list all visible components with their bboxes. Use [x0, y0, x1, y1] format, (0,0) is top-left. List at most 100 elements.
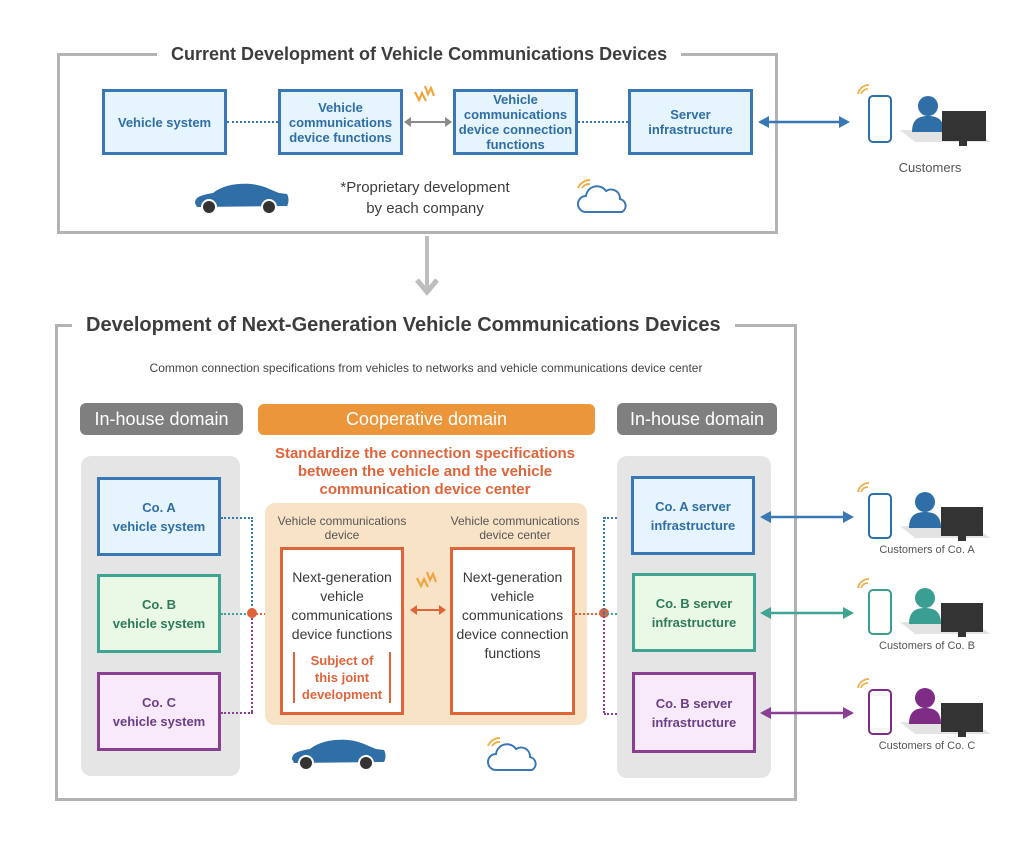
connector-dotted	[221, 613, 253, 615]
connector-dotted	[221, 517, 253, 519]
server-infrastructure-box: Server infrastructure	[628, 89, 753, 155]
monitor-icon	[941, 603, 983, 632]
customers-icon-group	[857, 84, 990, 146]
vcd-functions-box: Vehicle communications device functions	[278, 89, 403, 155]
connector-dotted	[227, 121, 278, 123]
inhouse-domain-left-label: In-house domain	[80, 403, 243, 435]
inhouse-domain-right-label: In-house domain	[617, 403, 777, 435]
center-box-line3: communications	[461, 607, 564, 623]
connector-dotted	[251, 517, 253, 613]
signal-icon	[857, 578, 870, 589]
smartphone-icon	[868, 589, 892, 635]
connector-dotted	[603, 613, 605, 713]
center-box-line4: device connection	[456, 626, 569, 642]
vehicle-system-label: Vehicle system	[117, 114, 212, 130]
smartphone-icon	[868, 493, 892, 539]
customers-label: Customers	[898, 160, 962, 175]
cloud-icon	[577, 179, 627, 213]
center-caption: Vehicle communications device center	[440, 514, 590, 542]
co-c-server-line2: infrastructure	[651, 714, 737, 730]
device-box-line2: vehicle	[320, 588, 364, 604]
person-icon	[915, 688, 935, 708]
device-caption: Vehicle communications device	[267, 514, 417, 542]
co-b-server-line1: Co. B server	[655, 595, 733, 611]
joint-development-bracket: Subject of this joint development	[293, 652, 391, 703]
co-c-server-line1: Co. B server	[655, 695, 733, 711]
double-arrow-icon	[404, 117, 452, 127]
co-a-vehicle-line1: Co. A	[142, 499, 176, 515]
standardize-line1: Standardize the connection specification…	[274, 445, 576, 462]
proprietary-note-line2: by each company	[366, 200, 484, 217]
next-gen-connection-functions-box: Next-generation vehicle communications d…	[450, 547, 575, 715]
standardize-line2: between the vehicle and the vehicle	[297, 463, 553, 480]
device-caption-line1: Vehicle communications	[277, 514, 407, 528]
connector-dotted	[251, 613, 253, 712]
device-box-line1: Next-generation	[292, 569, 392, 585]
customer-icon-group	[857, 578, 990, 637]
subject-line2: this joint	[314, 670, 370, 685]
proprietary-note-line1: *Proprietary development	[340, 179, 510, 196]
vcd-connection-functions-box: Vehicle communications device connection…	[453, 89, 578, 155]
co-b-vehicle-line2: vehicle system	[112, 615, 206, 631]
customer-icon-group	[857, 482, 990, 541]
cooperative-domain-label: Cooperative domain	[258, 404, 595, 435]
connector-dotted	[575, 613, 605, 615]
connector-dotted	[578, 121, 628, 123]
monitor-icon	[941, 703, 983, 732]
center-caption-line1: Vehicle communications	[450, 514, 580, 528]
car-icon	[195, 183, 289, 215]
smartphone-icon	[868, 689, 892, 735]
vcd-connection-functions-label: Vehicle communications device connection…	[458, 92, 573, 152]
co-c-vehicle-system-box: Co. C vehicle system	[97, 672, 221, 751]
standardize-heading: Standardize the connection specification…	[250, 445, 600, 499]
person-icon	[915, 588, 935, 608]
lightning-icon	[414, 85, 436, 103]
signal-icon	[857, 678, 870, 689]
device-caption-line2: device	[324, 528, 360, 542]
vcd-functions-label: Vehicle communications device functions	[288, 99, 393, 145]
connector-dotted	[221, 712, 253, 714]
junction-dot	[247, 608, 257, 618]
proprietary-note: *Proprietary development by each company	[310, 177, 540, 219]
co-b-server-line2: infrastructure	[651, 614, 737, 630]
co-a-server-line2: infrastructure	[650, 517, 736, 533]
center-box-line5: functions	[484, 645, 541, 661]
center-box-line1: Next-generation	[462, 569, 563, 585]
double-arrow-icon	[760, 707, 854, 719]
monitor-icon	[941, 507, 983, 536]
person-icon	[918, 96, 938, 116]
co-b-vehicle-system-box: Co. B vehicle system	[97, 574, 221, 653]
customers-label: Customers of Co. B	[879, 640, 975, 652]
signal-icon	[857, 482, 870, 493]
co-c-vehicle-line2: vehicle system	[112, 713, 206, 729]
current-development-title: Current Development of Vehicle Communica…	[157, 42, 682, 66]
server-infrastructure-label: Server infrastructure	[648, 107, 733, 137]
car-icon	[292, 739, 386, 771]
customers-label: Customers of Co. A	[879, 544, 975, 556]
cloud-icon	[487, 737, 537, 771]
device-box-line3: communications	[291, 607, 393, 623]
vehicle-system-box: Vehicle system	[102, 89, 227, 155]
co-b-vehicle-line1: Co. B	[142, 596, 176, 612]
center-box-line2: vehicle	[490, 588, 535, 604]
smartphone-icon	[868, 95, 892, 143]
subject-line1: Subject of	[310, 653, 374, 668]
person-icon	[915, 492, 935, 512]
center-caption-line2: device center	[479, 528, 551, 542]
double-arrow-icon	[758, 116, 850, 128]
co-a-server-box: Co. A server infrastructure	[631, 476, 755, 555]
lightning-icon	[416, 571, 438, 589]
signal-icon	[857, 84, 870, 95]
connector-dotted	[603, 517, 605, 613]
next-generation-subtitle: Common connection specifications from ve…	[149, 361, 703, 375]
double-arrow-icon	[760, 607, 854, 619]
subject-line3: development	[301, 687, 383, 702]
co-c-vehicle-line1: Co. C	[142, 694, 176, 710]
down-arrow-icon	[415, 236, 439, 296]
co-c-server-box: Co. B server infrastructure	[632, 672, 756, 753]
co-b-server-box: Co. B server infrastructure	[632, 573, 756, 652]
customers-label: Customers of Co. C	[878, 740, 976, 752]
co-a-server-line1: Co. A server	[655, 498, 731, 514]
monitor-icon	[942, 111, 986, 141]
device-box-line4: device functions	[291, 626, 393, 642]
